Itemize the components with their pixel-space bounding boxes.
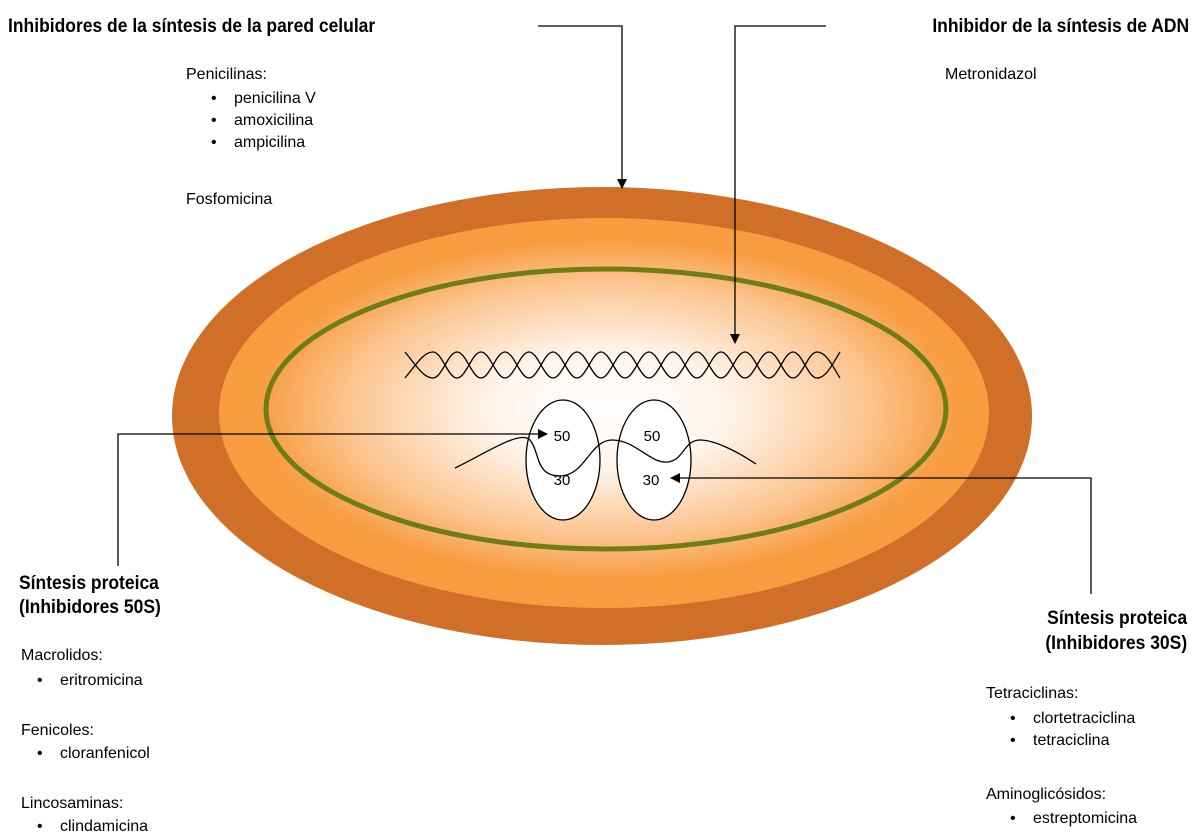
aminoglycosides-list: estreptomicina <box>1008 808 1137 830</box>
ribosome-right-body <box>617 400 691 520</box>
macrolides-title: Macrolidos: <box>21 646 103 666</box>
protein-30s-heading-line2: (Inhibidores 30S) <box>1045 632 1187 656</box>
lincosamides-list: clindamicina <box>35 816 148 838</box>
ribosome-right: 50 30 <box>617 400 691 520</box>
list-item: eritromicina <box>35 670 143 692</box>
ribosome-left: 50 30 <box>526 400 600 520</box>
list-item: ampicilina <box>209 132 316 154</box>
list-item: cloranfenicol <box>35 743 150 765</box>
aminoglycosides-title: Aminoglicósidos: <box>986 785 1106 805</box>
penicillins-list: penicilina V amoxicilina ampicilina <box>209 88 316 154</box>
cell-wall-arrow <box>538 26 622 188</box>
ribosome-right-50-label: 50 <box>644 428 661 445</box>
ribosome-left-50-label: 50 <box>554 428 571 445</box>
list-item: clindamicina <box>35 816 148 838</box>
ribosome-left-body <box>526 400 600 520</box>
dna-inhibitor-heading: Inhibidor de la síntesis de ADN <box>932 15 1189 39</box>
fosfomycin-title: Fosfomicina <box>186 190 272 210</box>
lincosamides-title: Lincosaminas: <box>21 794 123 814</box>
metronidazole-title: Metronidazol <box>945 65 1037 85</box>
phenicols-title: Fenicoles: <box>21 721 94 741</box>
cytoplasm <box>258 239 958 579</box>
protein-50s-heading-line1: Síntesis proteica <box>19 572 159 596</box>
phenicols-list: cloranfenicol <box>35 743 150 765</box>
ribosome-right-30-label: 30 <box>643 472 660 489</box>
protein-50s-heading-line2: (Inhibidores 50S) <box>19 596 161 620</box>
tetracyclines-list: clortetraciclina tetraciclina <box>1008 708 1135 752</box>
tetracyclines-title: Tetraciclinas: <box>986 684 1078 704</box>
list-item: estreptomicina <box>1008 808 1137 830</box>
list-item: clortetraciclina <box>1008 708 1135 730</box>
cell-wall-inhibitors-heading: Inhibidores de la síntesis de la pared c… <box>8 15 375 39</box>
macrolides-list: eritromicina <box>35 670 143 692</box>
penicillins-title: Penicilinas: <box>186 65 267 85</box>
list-item: tetraciclina <box>1008 730 1135 752</box>
protein-30s-heading-line1: Síntesis proteica <box>1047 607 1187 631</box>
list-item: penicilina V <box>209 88 316 110</box>
list-item: amoxicilina <box>209 110 316 132</box>
